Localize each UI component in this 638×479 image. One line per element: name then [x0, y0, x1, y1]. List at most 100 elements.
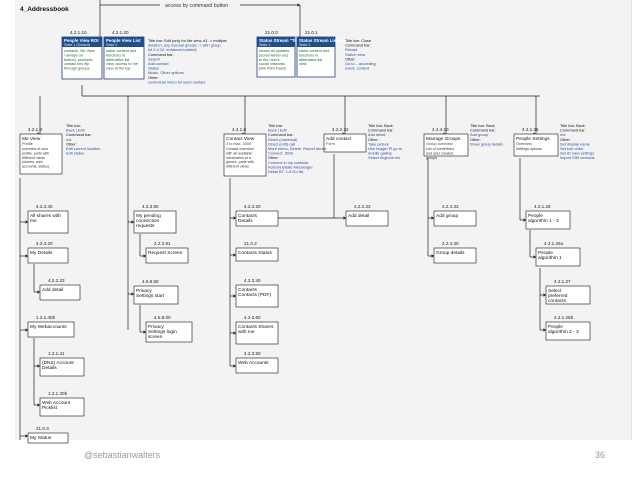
node-title: Select	[548, 288, 562, 294]
node-number: 1.2.1.20b	[48, 391, 68, 396]
note-line: Add detail	[368, 132, 385, 137]
node-note: information at a	[226, 156, 251, 160]
note-line: Title bar:	[66, 123, 81, 128]
node-title: with me	[238, 329, 255, 335]
note-line: Set sort order	[560, 146, 584, 151]
node-title: Details	[42, 365, 57, 371]
node-box	[133, 210, 177, 234]
node-note: bottom, products,	[64, 58, 93, 62]
node-title: Privacy	[136, 288, 152, 294]
note-line: Title bar: Edit (only for Me view, #1 ->…	[148, 38, 227, 43]
node-subtitle: State 1 (Default)	[64, 43, 90, 47]
note-line: Command bar:	[470, 128, 496, 133]
note-line: Other:	[470, 137, 481, 142]
node-title: All shares with	[30, 213, 61, 219]
note-line: mobile gallery	[368, 151, 392, 156]
node-title: Contacts (PDF)	[238, 292, 271, 298]
node-note: contacts, Me View	[64, 49, 95, 53]
arrow-head	[25, 328, 28, 332]
note-line: Reload	[345, 47, 357, 52]
node-box	[433, 210, 477, 227]
node-header	[62, 37, 102, 47]
arrow-head	[37, 403, 40, 407]
node-box	[535, 247, 581, 267]
note-line: Other:	[66, 141, 77, 146]
node-number: 1.2.1.41	[48, 351, 65, 356]
note-line: Back | Edit	[66, 128, 85, 133]
node-note: alternative list	[299, 58, 323, 62]
node-title: requests	[136, 223, 155, 229]
node-box	[525, 210, 571, 230]
node-note: same content and	[106, 49, 136, 53]
arrow-head	[131, 292, 134, 296]
sheet-title: 4_Addressbook	[20, 6, 69, 13]
node-title: People Settings	[516, 136, 550, 142]
node-title: My Webaccounts	[30, 324, 67, 330]
note-line: Title bar:	[268, 123, 283, 128]
node-title: People	[528, 213, 543, 219]
node-title: preferred	[548, 293, 568, 299]
arrow-head	[37, 290, 40, 294]
node-header	[297, 37, 335, 47]
node-note: social networks	[259, 62, 285, 66]
node-box	[545, 321, 591, 341]
node-number: 21.0.1	[305, 30, 318, 35]
node-note: / always on	[64, 53, 83, 57]
node-number: 4.2.1.27	[554, 279, 571, 284]
note-line: Add contact	[148, 61, 169, 66]
arrow-head	[543, 293, 546, 297]
node-title: Contacts	[238, 213, 258, 219]
note-line: Edit current location	[66, 146, 100, 151]
node-title: My Details	[30, 250, 53, 256]
node-box	[27, 321, 75, 338]
node-note: List of predefined	[426, 147, 454, 151]
node-subtitle: State 2	[299, 43, 310, 47]
note-line: Back | Edit	[268, 128, 287, 133]
node-note: groups	[426, 156, 437, 160]
note-line: Set display name	[560, 141, 590, 146]
node-note: contact info flip	[64, 62, 89, 66]
note-line: Music, Other options	[148, 70, 184, 75]
note-line: Command bar:	[268, 132, 294, 137]
node-note: different views	[22, 156, 45, 160]
note-line: Title bar: Back	[368, 123, 393, 128]
note-line: n/a	[66, 137, 72, 142]
node-title: algorithm 1 - 3	[528, 218, 559, 224]
arrow-head	[431, 216, 434, 220]
arrow-head	[25, 434, 28, 438]
arrow-head	[143, 254, 146, 258]
arrow-head	[523, 218, 526, 222]
node-number: 4.2.3.91	[154, 241, 171, 246]
node-title: Group details	[436, 250, 465, 256]
note-line: n/a	[560, 132, 566, 137]
note-line: Title bar: Back	[560, 123, 585, 128]
node-number: 4.2.4.10	[432, 127, 449, 132]
arrow-head	[233, 216, 236, 220]
node-note: overview of own	[22, 147, 48, 151]
note-line: Other:	[368, 137, 379, 142]
arrow-head	[233, 331, 236, 335]
arrow-label: access by command button	[165, 3, 228, 9]
note-line: Direct (universal)	[268, 137, 298, 142]
node-box	[145, 321, 193, 343]
node-number: 1.2.1.40b	[36, 315, 56, 320]
node-number: 4.2.3.60	[244, 315, 261, 320]
